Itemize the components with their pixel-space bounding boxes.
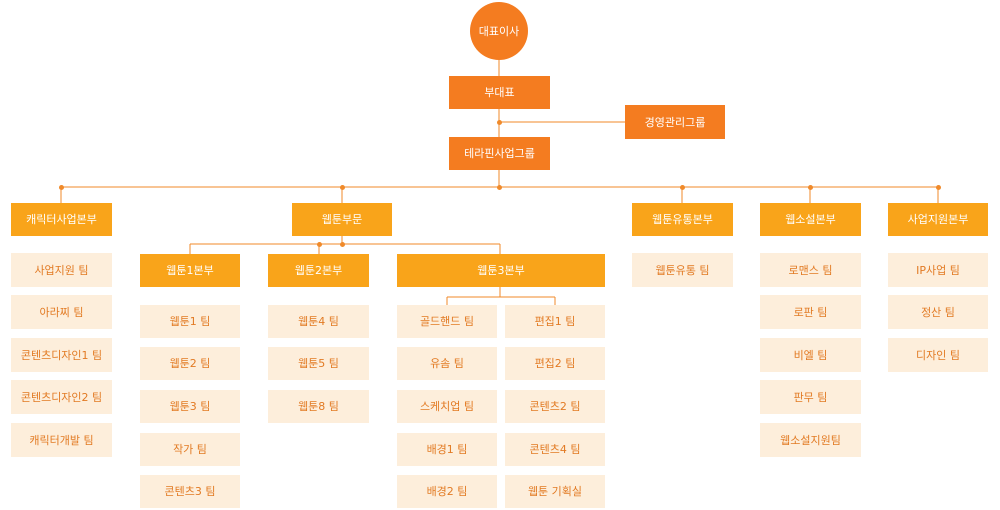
division-character: 캐릭터사업본부 [11, 203, 112, 236]
team-box: 웹툰4 팀 [268, 305, 369, 338]
team-box: 웹툰2 팀 [140, 347, 240, 380]
terrapin-group-node: 테라핀사업그룹 [449, 137, 550, 170]
team-box: 유솜 팀 [397, 347, 497, 380]
team-box: 배경1 팀 [397, 433, 497, 466]
junction-dot [339, 241, 345, 247]
team-box: 편집1 팀 [505, 305, 605, 338]
junction-dot [58, 184, 64, 190]
team-box: 콘텐츠4 팀 [505, 433, 605, 466]
division-webtoon1: 웹툰1본부 [140, 254, 240, 287]
team-box: 콘텐츠2 팀 [505, 390, 605, 423]
division-webtoon-distribution: 웹툰유통본부 [632, 203, 733, 236]
junction-dot [807, 184, 813, 190]
team-box: 디자인 팀 [888, 338, 988, 372]
team-box: 웹소설지원팀 [760, 423, 861, 457]
team-box: 아라찌 팀 [11, 295, 112, 329]
junction-dot [496, 184, 502, 190]
team-box: 웹툰3 팀 [140, 390, 240, 423]
team-box: IP사업 팀 [888, 253, 988, 287]
team-box: 사업지원 팀 [11, 253, 112, 287]
division-webtoon2: 웹툰2본부 [268, 254, 369, 287]
team-box: 배경2 팀 [397, 475, 497, 508]
team-box: 스케치업 팀 [397, 390, 497, 423]
division-webtoon3: 웹툰3본부 [397, 254, 605, 287]
team-box: 편집2 팀 [505, 347, 605, 380]
team-box: 웹툰 기획실 [505, 475, 605, 508]
management-group-node: 경영관리그룹 [625, 105, 725, 139]
team-box: 캐릭터개발 팀 [11, 423, 112, 457]
division-web-novel: 웹소설본부 [760, 203, 861, 236]
division-webtoon: 웹툰부문 [292, 203, 392, 236]
team-box: 웹툰1 팀 [140, 305, 240, 338]
ceo-node: 대표이사 [470, 2, 528, 60]
team-box: 정산 팀 [888, 295, 988, 329]
team-box: 골드핸드 팀 [397, 305, 497, 338]
team-box: 웹툰8 팀 [268, 390, 369, 423]
junction-dot [316, 241, 322, 247]
team-box: 비엘 팀 [760, 338, 861, 372]
team-box: 콘텐츠3 팀 [140, 475, 240, 508]
junction-dot [496, 119, 502, 125]
team-box: 작가 팀 [140, 433, 240, 466]
team-box: 로판 팀 [760, 295, 861, 329]
vice-ceo-node: 부대표 [449, 76, 550, 109]
team-box: 로맨스 팀 [760, 253, 861, 287]
team-box: 판무 팀 [760, 380, 861, 414]
junction-dot [679, 184, 685, 190]
junction-dot [339, 184, 345, 190]
division-business-support: 사업지원본부 [888, 203, 988, 236]
team-box: 콘텐츠디자인2 팀 [11, 380, 112, 414]
team-box: 웹툰5 팀 [268, 347, 369, 380]
junction-dot [935, 184, 941, 190]
team-box: 웹툰유통 팀 [632, 253, 733, 287]
team-box: 콘텐츠디자인1 팀 [11, 338, 112, 372]
